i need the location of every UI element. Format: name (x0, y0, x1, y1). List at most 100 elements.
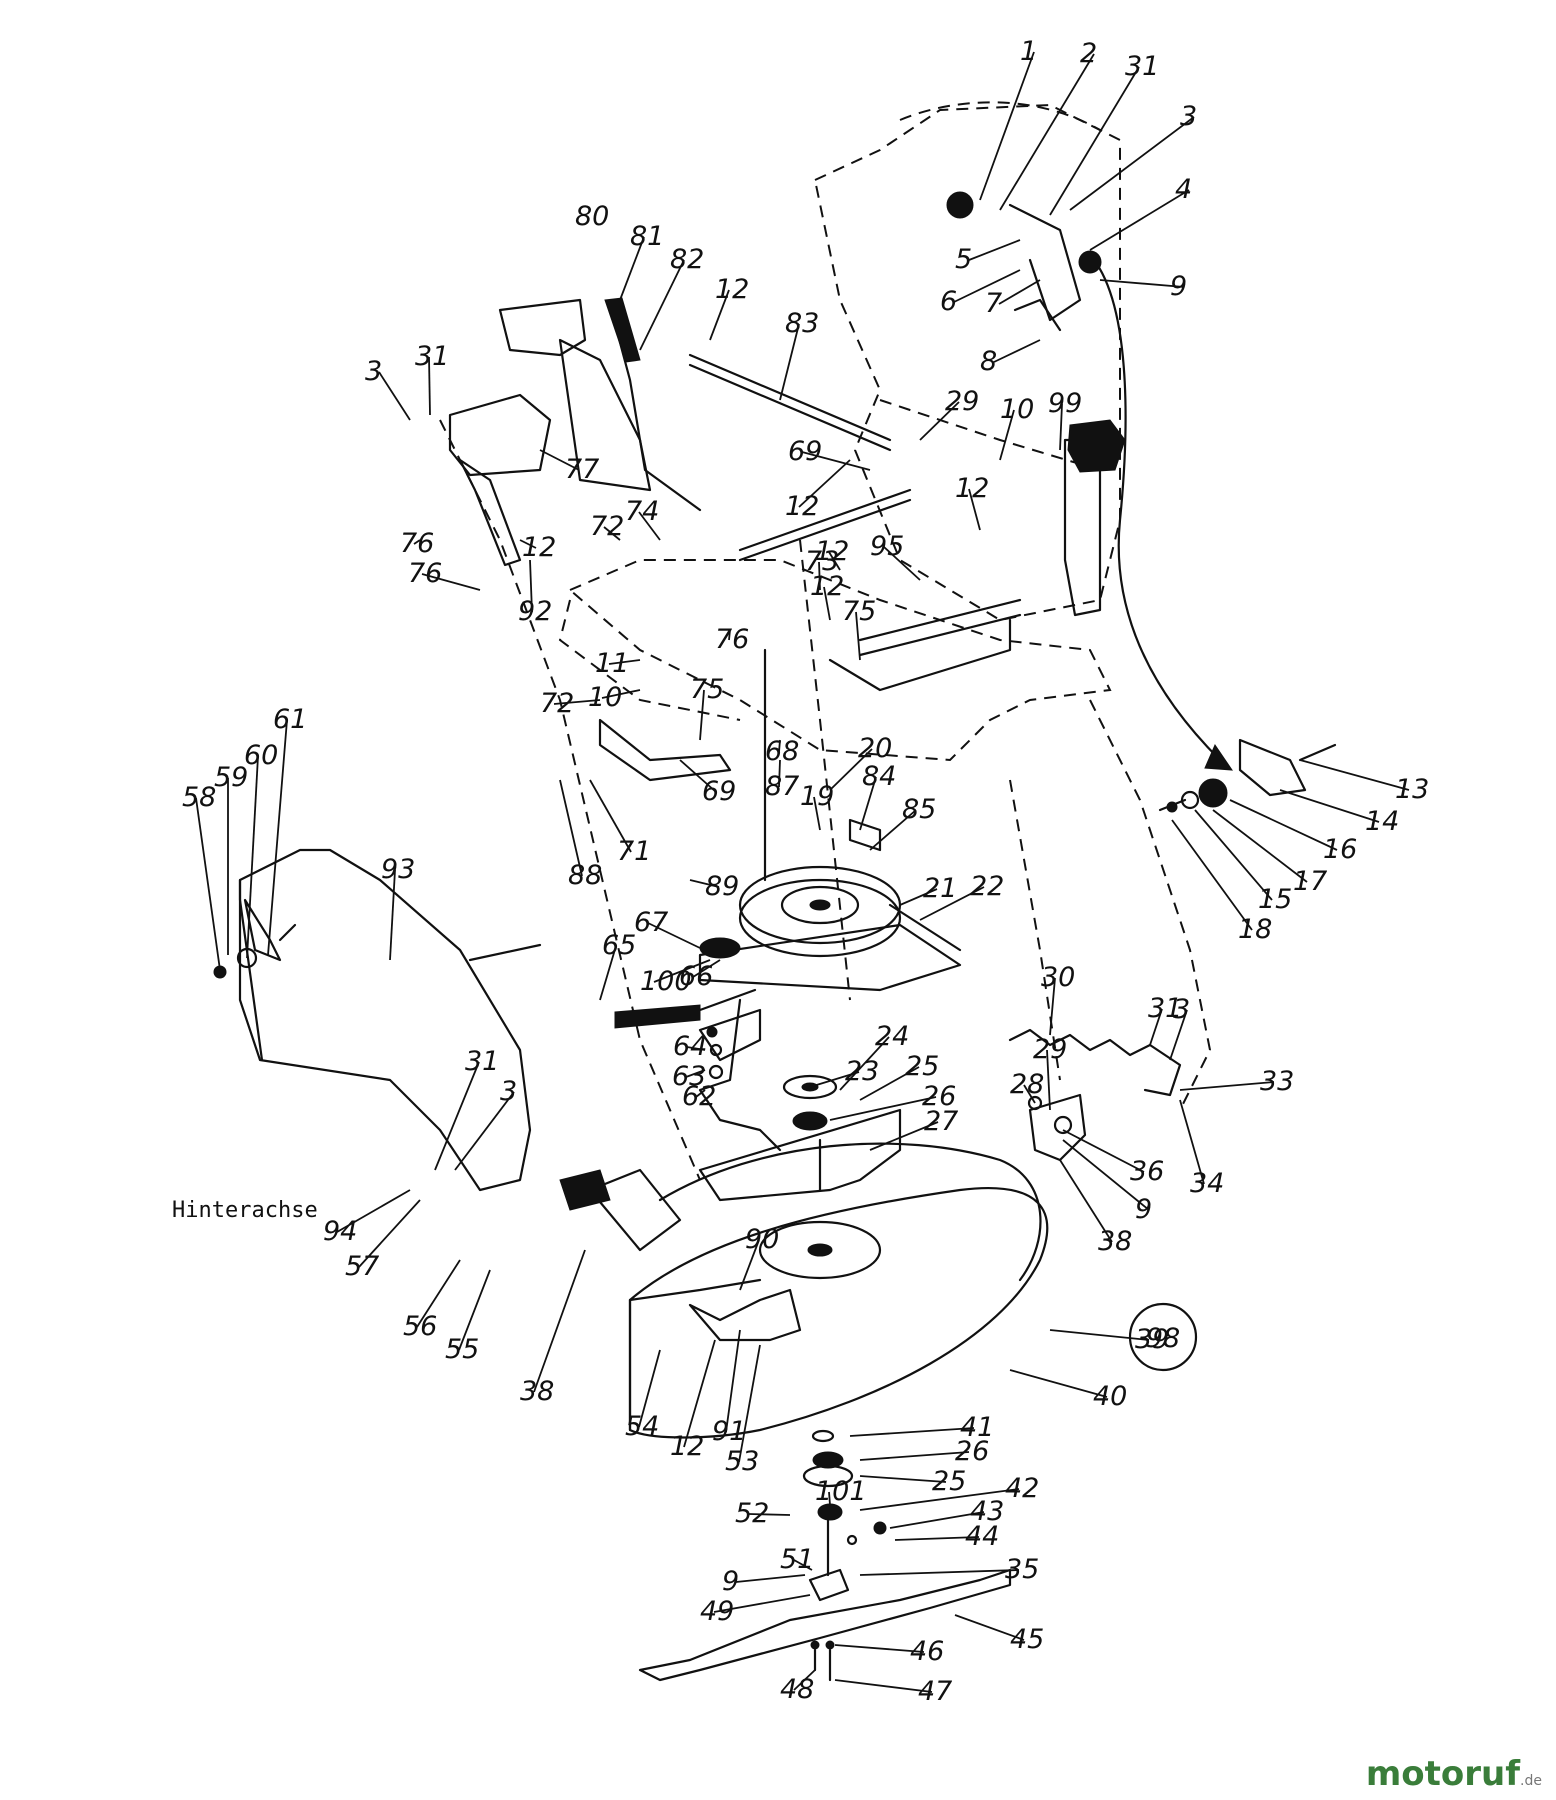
watermark-main: motoruf (1365, 1754, 1521, 1794)
callout-54: 54 (625, 1411, 659, 1442)
callout-85: 85 (902, 794, 936, 825)
callout-leader-76 (413, 539, 421, 545)
callout-3: 3 (1173, 994, 1190, 1025)
callout-75: 75 (842, 596, 876, 627)
callout-leader-72 (603, 526, 621, 541)
callout-leader-40 (1009, 1369, 1108, 1398)
callout-15: 15 (1258, 884, 1292, 915)
lift-linkage (448, 297, 1126, 882)
callout-leader-69 (801, 451, 871, 471)
callout-leader-4 (1089, 189, 1190, 251)
callout-100: 100 (640, 966, 692, 997)
callout-leader-43 (889, 1511, 985, 1529)
callout-62: 62 (682, 1081, 716, 1112)
callout-75: 75 (690, 674, 724, 705)
callout-26: 26 (922, 1081, 956, 1112)
callout-36: 36 (1130, 1156, 1164, 1187)
callout-31: 31 (415, 341, 449, 372)
blade-spindle (638, 1429, 1012, 1682)
callout-71: 71 (617, 836, 651, 867)
callout-leader-10 (601, 689, 641, 699)
pulley-belt (698, 818, 962, 992)
callout-leader-101 (828, 1491, 831, 1506)
callout-leader-31 (1149, 1008, 1163, 1046)
callout-27: 27 (924, 1106, 958, 1137)
callout-31: 31 (465, 1046, 499, 1077)
callout-leader-82 (639, 259, 685, 351)
callout-leader-92 (529, 559, 533, 613)
callout-leader-95 (883, 546, 921, 581)
callout-leader-12 (709, 289, 730, 341)
callout-21: 21 (923, 873, 957, 904)
callout-49: 49 (700, 1596, 734, 1627)
callout-leader-74 (638, 511, 661, 541)
callout-12: 12 (715, 274, 749, 305)
callout-93: 93 (381, 854, 415, 885)
callout-80: 80 (575, 201, 609, 232)
callout-99: 99 (1048, 388, 1082, 419)
callout-10: 10 (1000, 394, 1034, 425)
callout-leader-47 (834, 1679, 933, 1693)
callout-46: 46 (910, 1636, 944, 1667)
callout-60: 60 (244, 740, 278, 771)
control-cable (946, 191, 1233, 771)
callout-leader-29 (1046, 1049, 1051, 1111)
callout-leader-3 (1069, 116, 1195, 211)
callout-leader-53 (738, 1344, 761, 1463)
callout-leader-89 (689, 879, 720, 888)
callout-leader-2 (999, 53, 1095, 211)
callout-14: 14 (1365, 806, 1399, 837)
callout-leader-22 (919, 886, 985, 921)
callout-55: 55 (445, 1334, 479, 1365)
rear-fender (213, 848, 542, 1192)
callout-44: 44 (965, 1521, 999, 1552)
callout-leader-49 (713, 1594, 811, 1613)
callout-12: 12 (955, 473, 989, 504)
callout-39: 39 (1135, 1324, 1169, 1355)
callout-leader-20 (829, 748, 873, 791)
callout-leader-6 (953, 269, 1021, 303)
callout-48: 48 (780, 1674, 814, 1705)
callout-leader-90 (739, 1239, 760, 1291)
callout-63: 63 (672, 1061, 706, 1092)
callout-leader-68 (778, 739, 781, 753)
callout-leader-3 (1169, 1009, 1188, 1061)
callout-leader-8 (993, 339, 1041, 363)
callout-31: 31 (1148, 993, 1182, 1024)
callout-leader-24 (839, 1036, 890, 1091)
callout-leader-12 (519, 539, 537, 549)
callout-leader-57 (358, 1199, 421, 1268)
callout-leader-31 (428, 356, 431, 416)
callout-82: 82 (670, 244, 704, 275)
callout-76: 76 (408, 558, 442, 589)
callout-35: 35 (1005, 1554, 1039, 1585)
callout-77: 77 (565, 454, 599, 485)
callout-leader-12 (798, 459, 851, 508)
callout-leader-31 (434, 1061, 480, 1171)
callout-61: 61 (273, 704, 307, 735)
callout-72: 72 (590, 511, 624, 542)
callout-7: 7 (985, 288, 1002, 319)
group-badge-label: 98 (1146, 1323, 1180, 1354)
callout-leader-81 (619, 236, 645, 301)
callout-leader-10 (999, 409, 1015, 461)
callout-52: 52 (735, 1498, 769, 1529)
callout-19: 19 (800, 781, 834, 812)
callout-9: 9 (1170, 271, 1187, 302)
callout-leader-69 (679, 759, 717, 793)
callout-12: 12 (522, 532, 556, 563)
callout-64: 64 (673, 1031, 707, 1062)
callout-leader-88 (559, 779, 583, 877)
callout-leader-61 (267, 719, 288, 956)
callout-leader-13 (1299, 759, 1410, 791)
callout-81: 81 (630, 221, 664, 252)
callout-12: 12 (670, 1431, 704, 1462)
callout-42: 42 (1005, 1473, 1039, 1504)
callout-83: 83 (785, 308, 819, 339)
callout-29: 29 (945, 386, 979, 417)
callout-67: 67 (634, 907, 668, 938)
callout-leader-12 (823, 586, 831, 621)
callout-94: 94 (323, 1216, 357, 1247)
callout-leader-25 (859, 1066, 920, 1101)
